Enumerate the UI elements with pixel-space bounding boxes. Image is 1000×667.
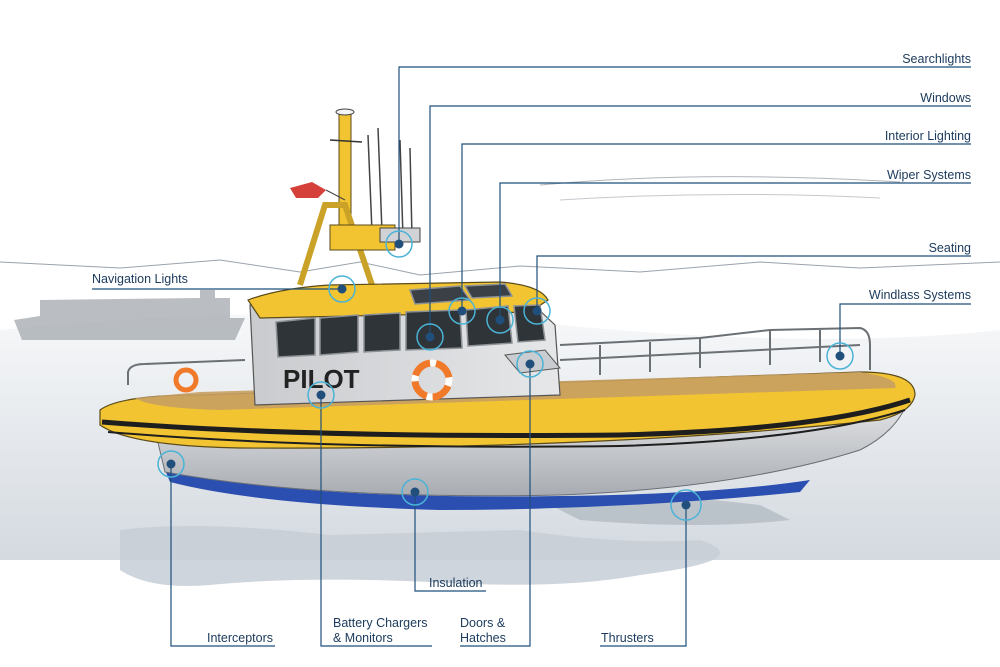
marker-wiper-systems bbox=[486, 306, 514, 334]
leader-interceptors bbox=[170, 464, 275, 647]
label-battery-chargers-line1: Battery Chargers bbox=[333, 616, 428, 630]
label-windows: Windows bbox=[920, 91, 971, 105]
marker-windows bbox=[416, 323, 444, 351]
label-battery-chargers-line2: & Monitors bbox=[333, 631, 393, 645]
leader-windows bbox=[429, 105, 971, 335]
marker-interceptors bbox=[157, 450, 185, 478]
leader-lines bbox=[92, 66, 971, 647]
label-windlass-systems: Windlass Systems bbox=[868, 288, 971, 302]
marker-insulation bbox=[401, 478, 429, 506]
marker-windlass-systems bbox=[826, 342, 854, 370]
marker-thrusters bbox=[670, 489, 702, 521]
markers bbox=[157, 230, 854, 521]
leader-windlass-systems bbox=[839, 303, 971, 356]
label-doors-hatches-line2: Hatches bbox=[460, 631, 506, 645]
leader-thrusters bbox=[600, 505, 687, 647]
pilot-text: PILOT bbox=[283, 364, 360, 394]
life-ring-stern bbox=[173, 367, 199, 393]
label-navigation-lights: Navigation Lights bbox=[92, 272, 188, 286]
hull bbox=[99, 371, 916, 510]
label-interior-lighting: Interior Lighting bbox=[884, 129, 971, 143]
leader-insulation bbox=[414, 492, 486, 592]
label-searchlights: Searchlights bbox=[902, 52, 971, 66]
life-ring-cabin bbox=[411, 359, 453, 401]
mast bbox=[290, 108, 421, 286]
label-doors-hatches-line1: Doors & bbox=[460, 616, 506, 630]
label-interceptors: Interceptors bbox=[207, 631, 274, 645]
label-thrusters: Thrusters bbox=[601, 631, 654, 645]
leader-doors-hatches bbox=[460, 363, 531, 647]
marker-navigation-lights bbox=[328, 275, 356, 303]
label-doors-hatches: Doors & Hatches bbox=[460, 616, 530, 646]
marker-doors-hatches bbox=[516, 350, 544, 378]
leader-wiper-systems bbox=[499, 182, 971, 318]
marker-seating bbox=[523, 297, 551, 325]
label-insulation: Insulation bbox=[429, 576, 483, 590]
label-seating: Seating bbox=[928, 241, 971, 255]
marker-interior-lighting bbox=[448, 297, 476, 325]
marker-battery-chargers bbox=[307, 381, 335, 409]
leader-interior-lighting bbox=[461, 143, 971, 310]
leader-seating bbox=[536, 255, 971, 310]
label-wiper-systems: Wiper Systems bbox=[886, 168, 971, 182]
railings bbox=[127, 326, 871, 385]
wheelhouse: PILOT bbox=[173, 281, 561, 406]
label-battery-chargers: Battery Chargers & Monitors bbox=[333, 616, 443, 646]
leader-battery-chargers bbox=[320, 395, 432, 647]
marker-searchlights bbox=[385, 230, 413, 258]
leader-searchlights bbox=[398, 66, 971, 240]
